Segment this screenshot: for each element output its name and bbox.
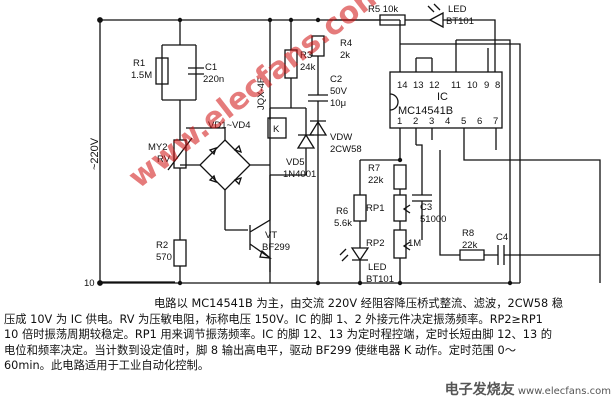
vd5-model: 1N4001 xyxy=(283,169,316,180)
pin-3: 3 xyxy=(429,116,434,127)
logo-sub: www.elecfans.com xyxy=(517,386,611,397)
r1-label: R1 xyxy=(133,58,145,69)
r2-label: R2 xyxy=(156,240,168,251)
c3-label: C3 xyxy=(420,202,432,213)
vdw-model: 2CW58 xyxy=(330,144,362,155)
bridge-rectifier xyxy=(199,139,251,191)
relay-k xyxy=(267,117,287,139)
rv-label: RV xyxy=(157,154,171,165)
r2-value: 570 xyxy=(156,252,172,263)
pin-1: 1 xyxy=(397,116,402,127)
pin-12: 12 xyxy=(429,80,440,91)
led-top xyxy=(428,11,496,72)
relay-k-label: K xyxy=(273,124,280,135)
c2-value: 10μ xyxy=(330,98,346,109)
pin-7: 7 xyxy=(493,116,498,127)
ic-chip xyxy=(389,71,503,129)
c1-label: C1 xyxy=(205,62,217,73)
terminal-10-label: 10 xyxy=(84,278,95,289)
vdw-label: VDW xyxy=(330,132,352,143)
c1-capacitor xyxy=(188,67,204,75)
r1-resistor xyxy=(155,57,169,85)
vd5-diode xyxy=(270,108,316,176)
c2-voltage: 50V xyxy=(330,86,348,97)
pin-10: 10 xyxy=(467,80,478,91)
vt-model: BF299 xyxy=(262,242,290,253)
r1-value: 1.5M xyxy=(131,70,152,81)
rp1-potentiometer xyxy=(393,194,407,222)
bridge-label: VD1~VD4 xyxy=(208,120,251,131)
site-logo: 电子发烧友 www.elecfans.com xyxy=(445,379,611,399)
pin-2: 2 xyxy=(413,116,418,127)
relay-model: JQX-4F xyxy=(256,77,267,110)
r8-value: 22k xyxy=(462,240,478,251)
r4-value: 2k xyxy=(340,50,350,61)
vd5-label: VD5 xyxy=(286,157,304,168)
description-line-2: 压成 10V 为 IC 供电。RV 为压敏电阻，标称电压 150V。IC 的脚 … xyxy=(4,312,543,326)
r7-resistor xyxy=(393,164,407,190)
r6-resistor xyxy=(353,194,367,222)
rp2-value: 1M xyxy=(408,238,421,249)
pin-5: 5 xyxy=(461,116,466,127)
r7-label: R7 xyxy=(368,163,380,174)
description-line-3: 10 倍时振荡周期较稳定。RP1 用来调节振荡频率。IC 的脚 12、13 为定… xyxy=(4,328,553,342)
r6-value: 5.6k xyxy=(334,218,352,229)
c1-value: 220n xyxy=(203,74,224,85)
ic-top-leads xyxy=(399,20,521,283)
ic-label: IC xyxy=(437,91,448,103)
led-bottom xyxy=(350,221,370,283)
varistor-slash xyxy=(167,137,193,171)
r8-label: R8 xyxy=(462,228,474,239)
pin-4: 4 xyxy=(445,116,450,127)
c2-label: C2 xyxy=(330,74,342,85)
circuit-description: 电路以 MC14541B 为主，由交流 220V 经阻容降压桥式整流、滤波，2C… xyxy=(4,296,613,374)
top-rail xyxy=(99,19,400,283)
pin-14: 14 xyxy=(397,80,408,91)
c3-value: 51000 xyxy=(420,214,446,225)
pin-13: 13 xyxy=(413,80,424,91)
varistor-rv xyxy=(173,139,187,169)
rp1-label: RP1 xyxy=(366,203,384,214)
pin-8: 8 xyxy=(495,80,500,91)
led-top-model: BT101 xyxy=(446,16,474,27)
vdw-zener xyxy=(308,120,328,283)
description-line-4: 电位和频率决定。当计数到设定值时，脚 8 输出高电平，驱动 BF299 使继电器… xyxy=(4,343,517,357)
pin-11: 11 xyxy=(451,80,461,91)
c2-capacitor xyxy=(308,56,328,130)
led-bottom-model: BT101 xyxy=(366,274,394,285)
ic-model: MC14541B xyxy=(398,105,453,117)
led-top-label: LED xyxy=(448,4,467,15)
led-bottom-label: LED xyxy=(368,262,387,273)
pin-9: 9 xyxy=(484,80,489,91)
r7-value: 22k xyxy=(368,175,384,186)
r2-resistor xyxy=(173,239,187,267)
rp2-potentiometer xyxy=(393,229,407,259)
r5-resistor xyxy=(330,14,430,26)
r3-label: R3 xyxy=(300,50,312,61)
r3-value: 24k xyxy=(300,62,316,73)
r6-label: R6 xyxy=(336,206,348,217)
r1-c1-branch xyxy=(161,20,197,128)
ac-voltage-label: ~220V xyxy=(89,137,101,170)
c3-capacitor xyxy=(412,144,432,240)
r5-label: R5 10k xyxy=(368,4,398,15)
r8-c4-network xyxy=(439,150,600,265)
c4-label: C4 xyxy=(496,232,508,243)
my2-label: MY2 xyxy=(148,142,168,153)
pin-6: 6 xyxy=(477,116,482,127)
description-line-5: 60min。此电路适用于工业自动化控制。 xyxy=(4,359,210,373)
ic-bottom-leads xyxy=(399,128,601,283)
r4-label: R4 xyxy=(340,38,352,49)
rp2-label: RP2 xyxy=(366,238,384,249)
transistor-vt xyxy=(225,175,271,283)
logo-main: 电子发烧友 xyxy=(444,382,515,398)
description-line-1: 电路以 MC14541B 为主，由交流 220V 经阻容降压桥式整流、滤波，2C… xyxy=(154,297,564,310)
vt-label: VT xyxy=(265,230,277,241)
